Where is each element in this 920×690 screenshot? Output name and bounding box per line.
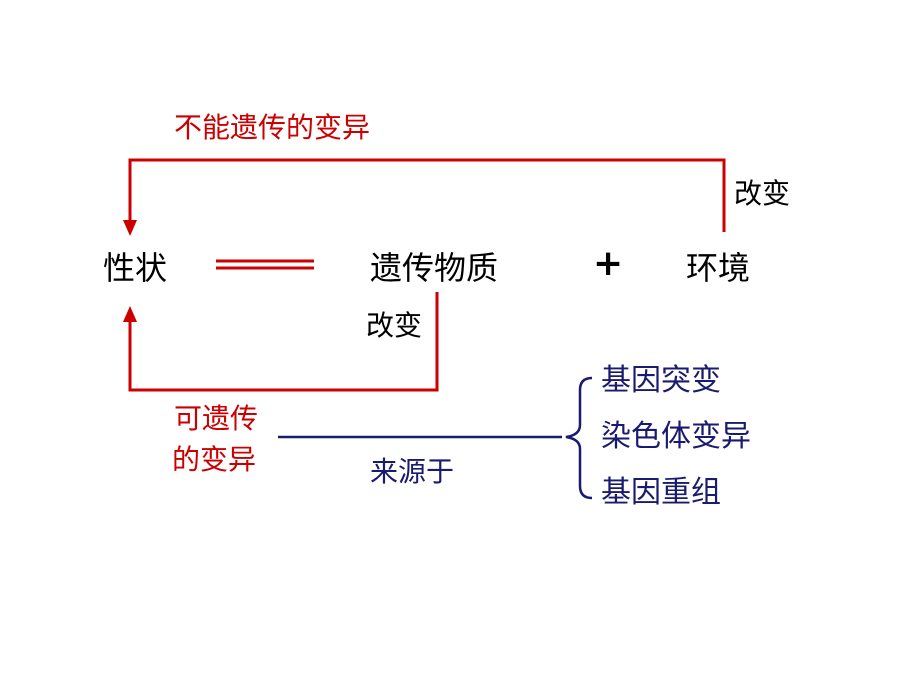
environment-term: 环境 bbox=[686, 249, 751, 287]
source-gene-recombination: 基因重组 bbox=[601, 475, 721, 510]
heritable-arrowhead bbox=[123, 306, 137, 322]
heritable-variation-label-line2: 的变异 bbox=[172, 443, 257, 476]
nonheritable-loop-line bbox=[128, 158, 726, 232]
traits-term: 性状 bbox=[103, 249, 168, 287]
sources-brace bbox=[565, 376, 593, 500]
source-gene-mutation: 基因突变 bbox=[601, 363, 721, 398]
source-chromosome-variation: 染色体变异 bbox=[601, 419, 751, 454]
environment-change-label: 改变 bbox=[734, 177, 791, 210]
nonheritable-variation-label: 不能遗传的变异 bbox=[174, 111, 371, 144]
heritable-loop-line bbox=[128, 292, 439, 392]
genetic-material-change-label: 改变 bbox=[366, 309, 423, 342]
plus-sign: + bbox=[593, 243, 624, 284]
heritable-variation-label-line1: 可遗传 bbox=[174, 402, 259, 435]
source-from-label: 来源于 bbox=[370, 455, 455, 488]
genetic-material-term: 遗传物质 bbox=[370, 249, 499, 287]
nonheritable-arrowhead bbox=[123, 220, 137, 236]
